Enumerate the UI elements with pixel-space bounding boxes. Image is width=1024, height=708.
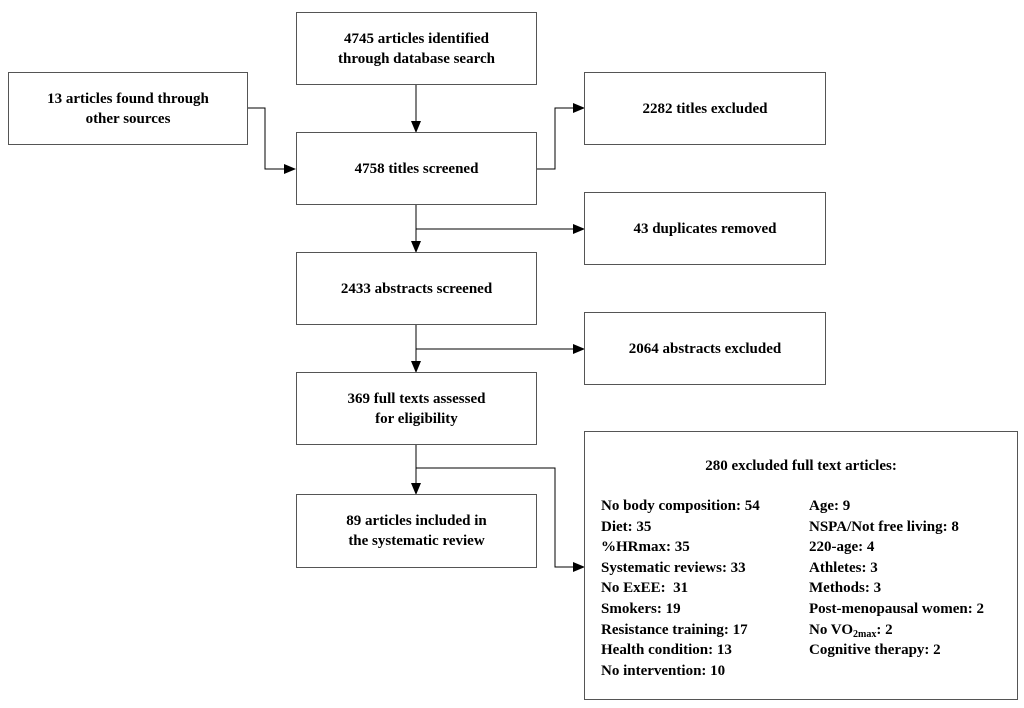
exclusion-item: Diet: 35	[601, 518, 652, 535]
fulltext-exclusions-title: 280 excluded full text articles:	[705, 458, 897, 474]
abstracts-excluded-box: 2064 abstracts excluded	[584, 312, 826, 385]
exclusion-item: %HRmax: 35	[601, 539, 690, 556]
fulltext-exclusions-box: 280 excluded full text articles: No body…	[584, 431, 1018, 700]
arrow-to-fulltext-exclusions	[416, 467, 585, 572]
arrow-titles-to-excluded	[537, 103, 585, 170]
exclusion-item-vo2max: No VO2max: 2	[809, 620, 984, 641]
exclusion-item: No body composition: 54	[601, 498, 760, 514]
database-search-box: 4745 articles identified through databas…	[296, 12, 537, 85]
vo2-suffix: : 2	[876, 621, 893, 638]
included-label: 89 articles included in the systematic r…	[346, 513, 487, 549]
exclusion-list-left: No body composition: 54 Diet: 35 %HRmax:…	[601, 496, 760, 681]
exclusion-item: No intervention: 10	[601, 662, 726, 679]
exclusion-item: Cognitive therapy: 2	[809, 642, 941, 659]
exclusion-item: Age: 9	[809, 498, 851, 514]
titles-excluded-label: 2282 titles excluded	[642, 100, 768, 117]
exclusion-item: Resistance training: 17	[601, 621, 748, 638]
other-sources-box: 13 articles found through other sources	[8, 72, 248, 145]
exclusion-item: 220-age: 4	[809, 539, 875, 556]
exclusion-item: Post-menopausal women: 2	[809, 600, 984, 617]
exclusion-item: Systematic reviews: 33	[601, 559, 746, 576]
included-box: 89 articles included in the systematic r…	[296, 494, 537, 568]
other-sources-label: 13 articles found through other sources	[47, 90, 209, 127]
exclusion-item: Smokers: 19	[601, 600, 681, 617]
vo2-prefix: No VO	[809, 621, 854, 638]
exclusion-item: No ExEE: 31	[601, 580, 689, 597]
abstracts-screened-label: 2433 abstracts screened	[340, 280, 493, 297]
exclusion-item: Health condition: 13	[601, 642, 732, 659]
titles-excluded-box: 2282 titles excluded	[584, 72, 826, 145]
titles-screened-box: 4758 titles screened	[296, 132, 537, 205]
exclusion-item: Methods: 3	[809, 580, 882, 597]
abstracts-screened-box: 2433 abstracts screened	[296, 252, 537, 325]
exclusion-item: Athletes: 3	[809, 559, 878, 576]
full-texts-label: 369 full texts assessed for eligibility	[347, 390, 486, 427]
duplicates-removed-label: 43 duplicates removed	[633, 220, 777, 237]
vo2-subscript: 2max	[853, 628, 877, 640]
database-search-label: 4745 articles identified through databas…	[338, 30, 495, 67]
arrow-other-to-titles	[248, 107, 296, 174]
exclusion-list-right: Age: 9 NSPA/Not free living: 8 220-age: …	[809, 496, 984, 661]
titles-screened-label: 4758 titles screened	[354, 160, 479, 177]
full-texts-box: 369 full texts assessed for eligibility	[296, 372, 537, 445]
abstracts-excluded-label: 2064 abstracts excluded	[628, 340, 782, 357]
duplicates-removed-box: 43 duplicates removed	[584, 192, 826, 265]
exclusion-item: NSPA/Not free living: 8	[809, 518, 959, 535]
